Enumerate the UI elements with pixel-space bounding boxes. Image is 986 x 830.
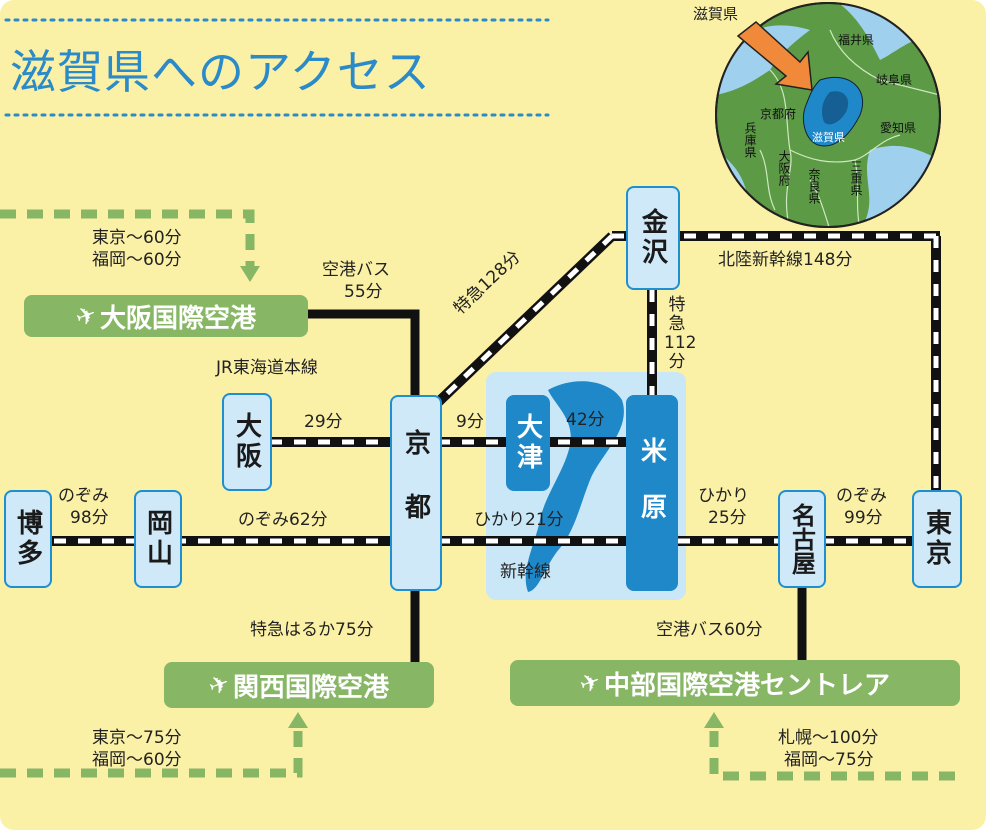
station-maibara-label: 米原 — [636, 437, 667, 549]
globe-label-mie: 三重県 — [849, 160, 863, 196]
hokuriku-shinkansen-label: 北陸新幹線148分 — [718, 250, 853, 270]
airplane-icon: ✈ — [204, 668, 234, 702]
station-otsu-label: 大津 — [512, 413, 543, 473]
airport-kansai[interactable]: ✈関西国際空港 — [164, 662, 434, 708]
hikari-maibara-label: ひかり — [698, 486, 749, 506]
locator-pointer-label: 滋賀県 — [693, 5, 739, 23]
locator-globe — [715, 2, 941, 228]
chubu-flight-line1: 札幌〜100分 — [778, 728, 879, 748]
osaka-kyoto-time: 29分 — [304, 412, 343, 432]
globe-label-aichi: 愛知県 — [880, 121, 917, 135]
flight-arrow-kansai — [288, 712, 308, 728]
airplane-icon: ✈ — [575, 666, 605, 700]
station-nagoya-label: 名古屋 — [787, 503, 816, 575]
station-osaka[interactable]: 大阪 — [222, 393, 272, 491]
page-title: 滋賀県へのアクセス — [10, 45, 431, 99]
globe-label-nara: 奈良県 — [807, 168, 821, 204]
nozomi-tokyo-label: のぞみ — [836, 486, 887, 506]
airport-chubu-label: 中部国際空港セントレア — [604, 670, 891, 701]
station-otsu[interactable]: 大津 — [506, 395, 550, 491]
station-kyoto-label: 京都 — [400, 429, 431, 557]
globe-label-kyoto: 京都府 — [760, 107, 797, 121]
limited-express-maibara-label: 特急112分 — [664, 295, 697, 372]
nozomi-hakata-label: のぞみ — [58, 486, 109, 506]
airport-kansai-label: 関西国際空港 — [233, 672, 390, 703]
globe-label-osaka: 大阪府 — [777, 150, 791, 186]
airport-chubu[interactable]: ✈中部国際空港セントレア — [510, 660, 960, 706]
station-kyoto[interactable]: 京都 — [390, 395, 442, 591]
station-osaka-label: 大阪 — [231, 412, 262, 472]
flight-lines — [0, 209, 955, 781]
globe-label-shiga: 滋賀県 — [812, 131, 845, 144]
station-kanazawa-label: 金沢 — [637, 208, 668, 268]
station-okayama-label: 岡山 — [142, 509, 173, 569]
station-tokyo-label: 東京 — [921, 509, 952, 569]
station-tokyo[interactable]: 東京 — [912, 490, 962, 588]
jr-tokaido-label: JR東海道本線 — [216, 358, 318, 378]
haruka-label: 特急はるか75分 — [250, 620, 374, 640]
flight-arrow-chubu — [704, 712, 724, 728]
globe-label-hyogo: 兵庫県 — [743, 122, 757, 158]
airport-bus-chubu-label: 空港バス60分 — [656, 620, 763, 640]
chubu-flight-line2: 福岡〜75分 — [784, 750, 874, 770]
kansai-flight-line2: 福岡〜60分 — [92, 750, 182, 770]
kansai-flight-line1: 東京〜75分 — [92, 728, 182, 748]
airport-bus-itami-label: 空港バス — [322, 260, 390, 280]
flight-arrow-itami — [240, 266, 260, 282]
itami-flight-line2: 福岡〜60分 — [92, 250, 182, 270]
airplane-icon: ✈ — [71, 299, 101, 333]
station-hakata[interactable]: 博多 — [4, 490, 52, 588]
station-nagoya[interactable]: 名古屋 — [778, 490, 826, 588]
hikari-maibara-time: 25分 — [708, 508, 747, 528]
nozomi-okayama-label: のぞみ62分 — [238, 510, 328, 530]
itami-flight-line1: 東京〜60分 — [92, 228, 182, 248]
nozomi-tokyo-time: 99分 — [844, 508, 883, 528]
airport-bus-itami-time: 55分 — [344, 282, 383, 302]
station-maibara[interactable]: 米原 — [626, 395, 678, 591]
hikari-kyoto-maibara-label: ひかり21分 — [474, 510, 564, 530]
airport-itami[interactable]: ✈大阪国際空港 — [24, 295, 308, 337]
airport-itami-label: 大阪国際空港 — [100, 303, 257, 334]
kyoto-otsu-time: 9分 — [456, 412, 484, 432]
station-okayama[interactable]: 岡山 — [134, 490, 182, 588]
shinkansen-label: 新幹線 — [500, 562, 551, 582]
station-hakata-label: 博多 — [12, 509, 43, 569]
station-kanazawa[interactable]: 金沢 — [626, 186, 680, 290]
bus-lines — [305, 309, 807, 662]
globe-label-gifu: 岐阜県 — [876, 73, 913, 87]
locator-arrow — [736, 21, 813, 91]
nozomi-hakata-time: 98分 — [70, 508, 109, 528]
otsu-maibara-time: 42分 — [566, 410, 605, 430]
globe-label-fukui: 福井県 — [838, 33, 875, 47]
